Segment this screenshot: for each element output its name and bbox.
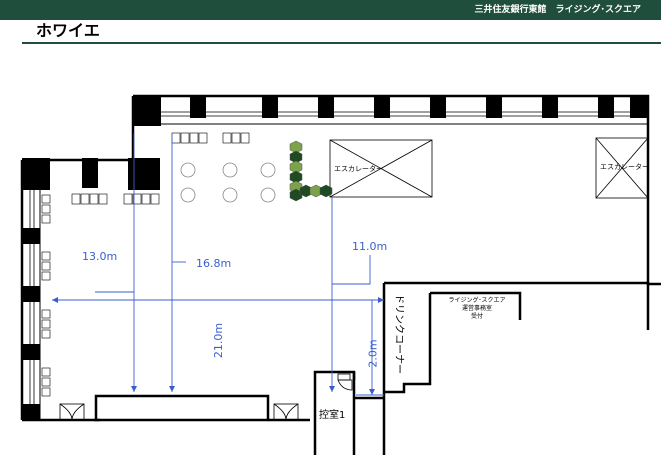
page-title: ホワイエ [36,21,100,40]
furniture [41,132,250,397]
dimension-label-2m: 2.0m [366,339,380,368]
top-windows [160,111,648,117]
title-rule [22,42,661,44]
doors [59,373,353,421]
plants [289,140,333,202]
venue-name: 三井住友銀行東館 ライジング･スクエア [474,5,641,15]
dimension-label-13m: 13.0m [82,250,118,263]
dimension-lines [52,133,384,396]
header-bar: 三井住友銀行東館 ライジング･スクエア [0,0,661,20]
outer-walls [20,94,661,455]
escalators [329,137,649,199]
dimension-arrows [52,297,384,395]
office-label-line1: ライジング･スクエア [448,297,506,304]
office-label: ライジング･スクエア 運営事務室 受付 [434,297,520,321]
office-label-line2: 運営事務室 [461,305,492,312]
pillars [22,96,648,420]
dimension-label-16-8m: 16.8m [196,257,232,270]
round-tables [180,162,276,203]
office-label-line3: 受付 [470,313,483,320]
escalator-right-label: エスカレーター [600,163,649,171]
dimension-label-21m: 21.0m [212,322,226,359]
control-room-label: 控室1 [319,410,346,421]
bottom-counter [94,394,270,422]
dimension-label-11m: 11.0m [352,240,388,253]
drink-corner-label: ドリンクコーナー [393,294,404,374]
escalator-left-label: エスカレーター [334,165,383,173]
